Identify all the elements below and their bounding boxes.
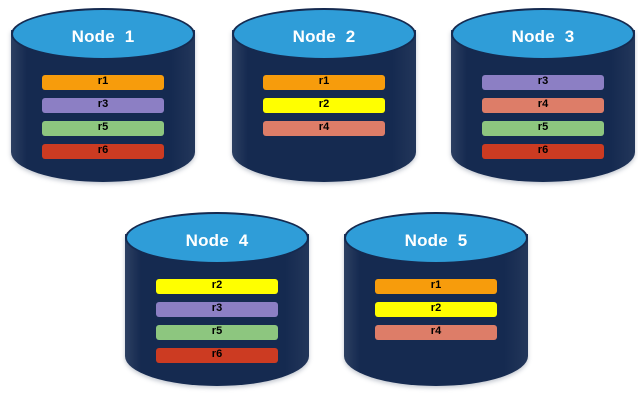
database-node-5[interactable]: r1 r2 r4 Node 5 bbox=[344, 212, 528, 394]
shard-bar-r6[interactable]: r6 bbox=[156, 348, 278, 363]
shard-bar-r2[interactable]: r2 bbox=[375, 302, 497, 317]
shard-bar-r1[interactable]: r1 bbox=[375, 279, 497, 294]
shard-list-node-5: r1 r2 r4 bbox=[375, 279, 497, 348]
shard-bar-r1[interactable]: r1 bbox=[263, 75, 385, 90]
shard-label: r3 bbox=[537, 75, 549, 87]
shard-bar-r3[interactable]: r3 bbox=[156, 302, 278, 317]
shard-label: r1 bbox=[318, 75, 330, 87]
cylinder-top-node-1: Node 1 bbox=[11, 8, 195, 60]
shard-bar-r2[interactable]: r2 bbox=[263, 98, 385, 113]
shard-label: r6 bbox=[97, 144, 109, 156]
cylinder-top-node-3: Node 3 bbox=[451, 8, 635, 60]
shard-label: r1 bbox=[430, 279, 442, 291]
shard-label: r3 bbox=[97, 98, 109, 110]
shard-label: r2 bbox=[318, 98, 330, 110]
shard-label: r1 bbox=[97, 75, 109, 87]
database-node-3[interactable]: r3 r4 r5 r6 Node 3 bbox=[451, 8, 635, 190]
shard-bar-r5[interactable]: r5 bbox=[156, 325, 278, 340]
cylinder-top-node-4: Node 4 bbox=[125, 212, 309, 264]
node-title: Node 2 bbox=[292, 26, 356, 46]
shard-label: r5 bbox=[537, 121, 549, 133]
shard-bar-r4[interactable]: r4 bbox=[263, 121, 385, 136]
shard-list-node-3: r3 r4 r5 r6 bbox=[482, 75, 604, 167]
node-title: Node 5 bbox=[404, 230, 468, 250]
shard-label: r5 bbox=[97, 121, 109, 133]
cylinder-top-node-2: Node 2 bbox=[232, 8, 416, 60]
shard-bar-r5[interactable]: r5 bbox=[42, 121, 164, 136]
shard-list-node-1: r1 r3 r5 r6 bbox=[42, 75, 164, 167]
shard-label: r4 bbox=[430, 325, 442, 337]
shard-bar-r6[interactable]: r6 bbox=[482, 144, 604, 159]
shard-label: r3 bbox=[211, 302, 223, 314]
shard-label: r6 bbox=[211, 348, 223, 360]
shard-bar-r5[interactable]: r5 bbox=[482, 121, 604, 136]
shard-bar-r6[interactable]: r6 bbox=[42, 144, 164, 159]
shard-label: r2 bbox=[430, 302, 442, 314]
cylinder-top-node-5: Node 5 bbox=[344, 212, 528, 264]
shard-list-node-4: r2 r3 r5 r6 bbox=[156, 279, 278, 371]
shard-bar-r1[interactable]: r1 bbox=[42, 75, 164, 90]
shard-bar-r3[interactable]: r3 bbox=[482, 75, 604, 90]
shard-label: r2 bbox=[211, 279, 223, 291]
shard-label: r4 bbox=[537, 98, 549, 110]
database-node-2[interactable]: r1 r2 r4 Node 2 bbox=[232, 8, 416, 190]
shard-label: r5 bbox=[211, 325, 223, 337]
shard-bar-r4[interactable]: r4 bbox=[375, 325, 497, 340]
shard-bar-r2[interactable]: r2 bbox=[156, 279, 278, 294]
node-title: Node 1 bbox=[71, 26, 135, 46]
node-title: Node 3 bbox=[511, 26, 575, 46]
node-title: Node 4 bbox=[185, 230, 249, 250]
shard-label: r6 bbox=[537, 144, 549, 156]
database-node-4[interactable]: r2 r3 r5 r6 Node 4 bbox=[125, 212, 309, 394]
shard-list-node-2: r1 r2 r4 bbox=[263, 75, 385, 144]
shard-label: r4 bbox=[318, 121, 330, 133]
shard-bar-r4[interactable]: r4 bbox=[482, 98, 604, 113]
shard-bar-r3[interactable]: r3 bbox=[42, 98, 164, 113]
database-node-1[interactable]: r1 r3 r5 r6 Node 1 bbox=[11, 8, 195, 190]
